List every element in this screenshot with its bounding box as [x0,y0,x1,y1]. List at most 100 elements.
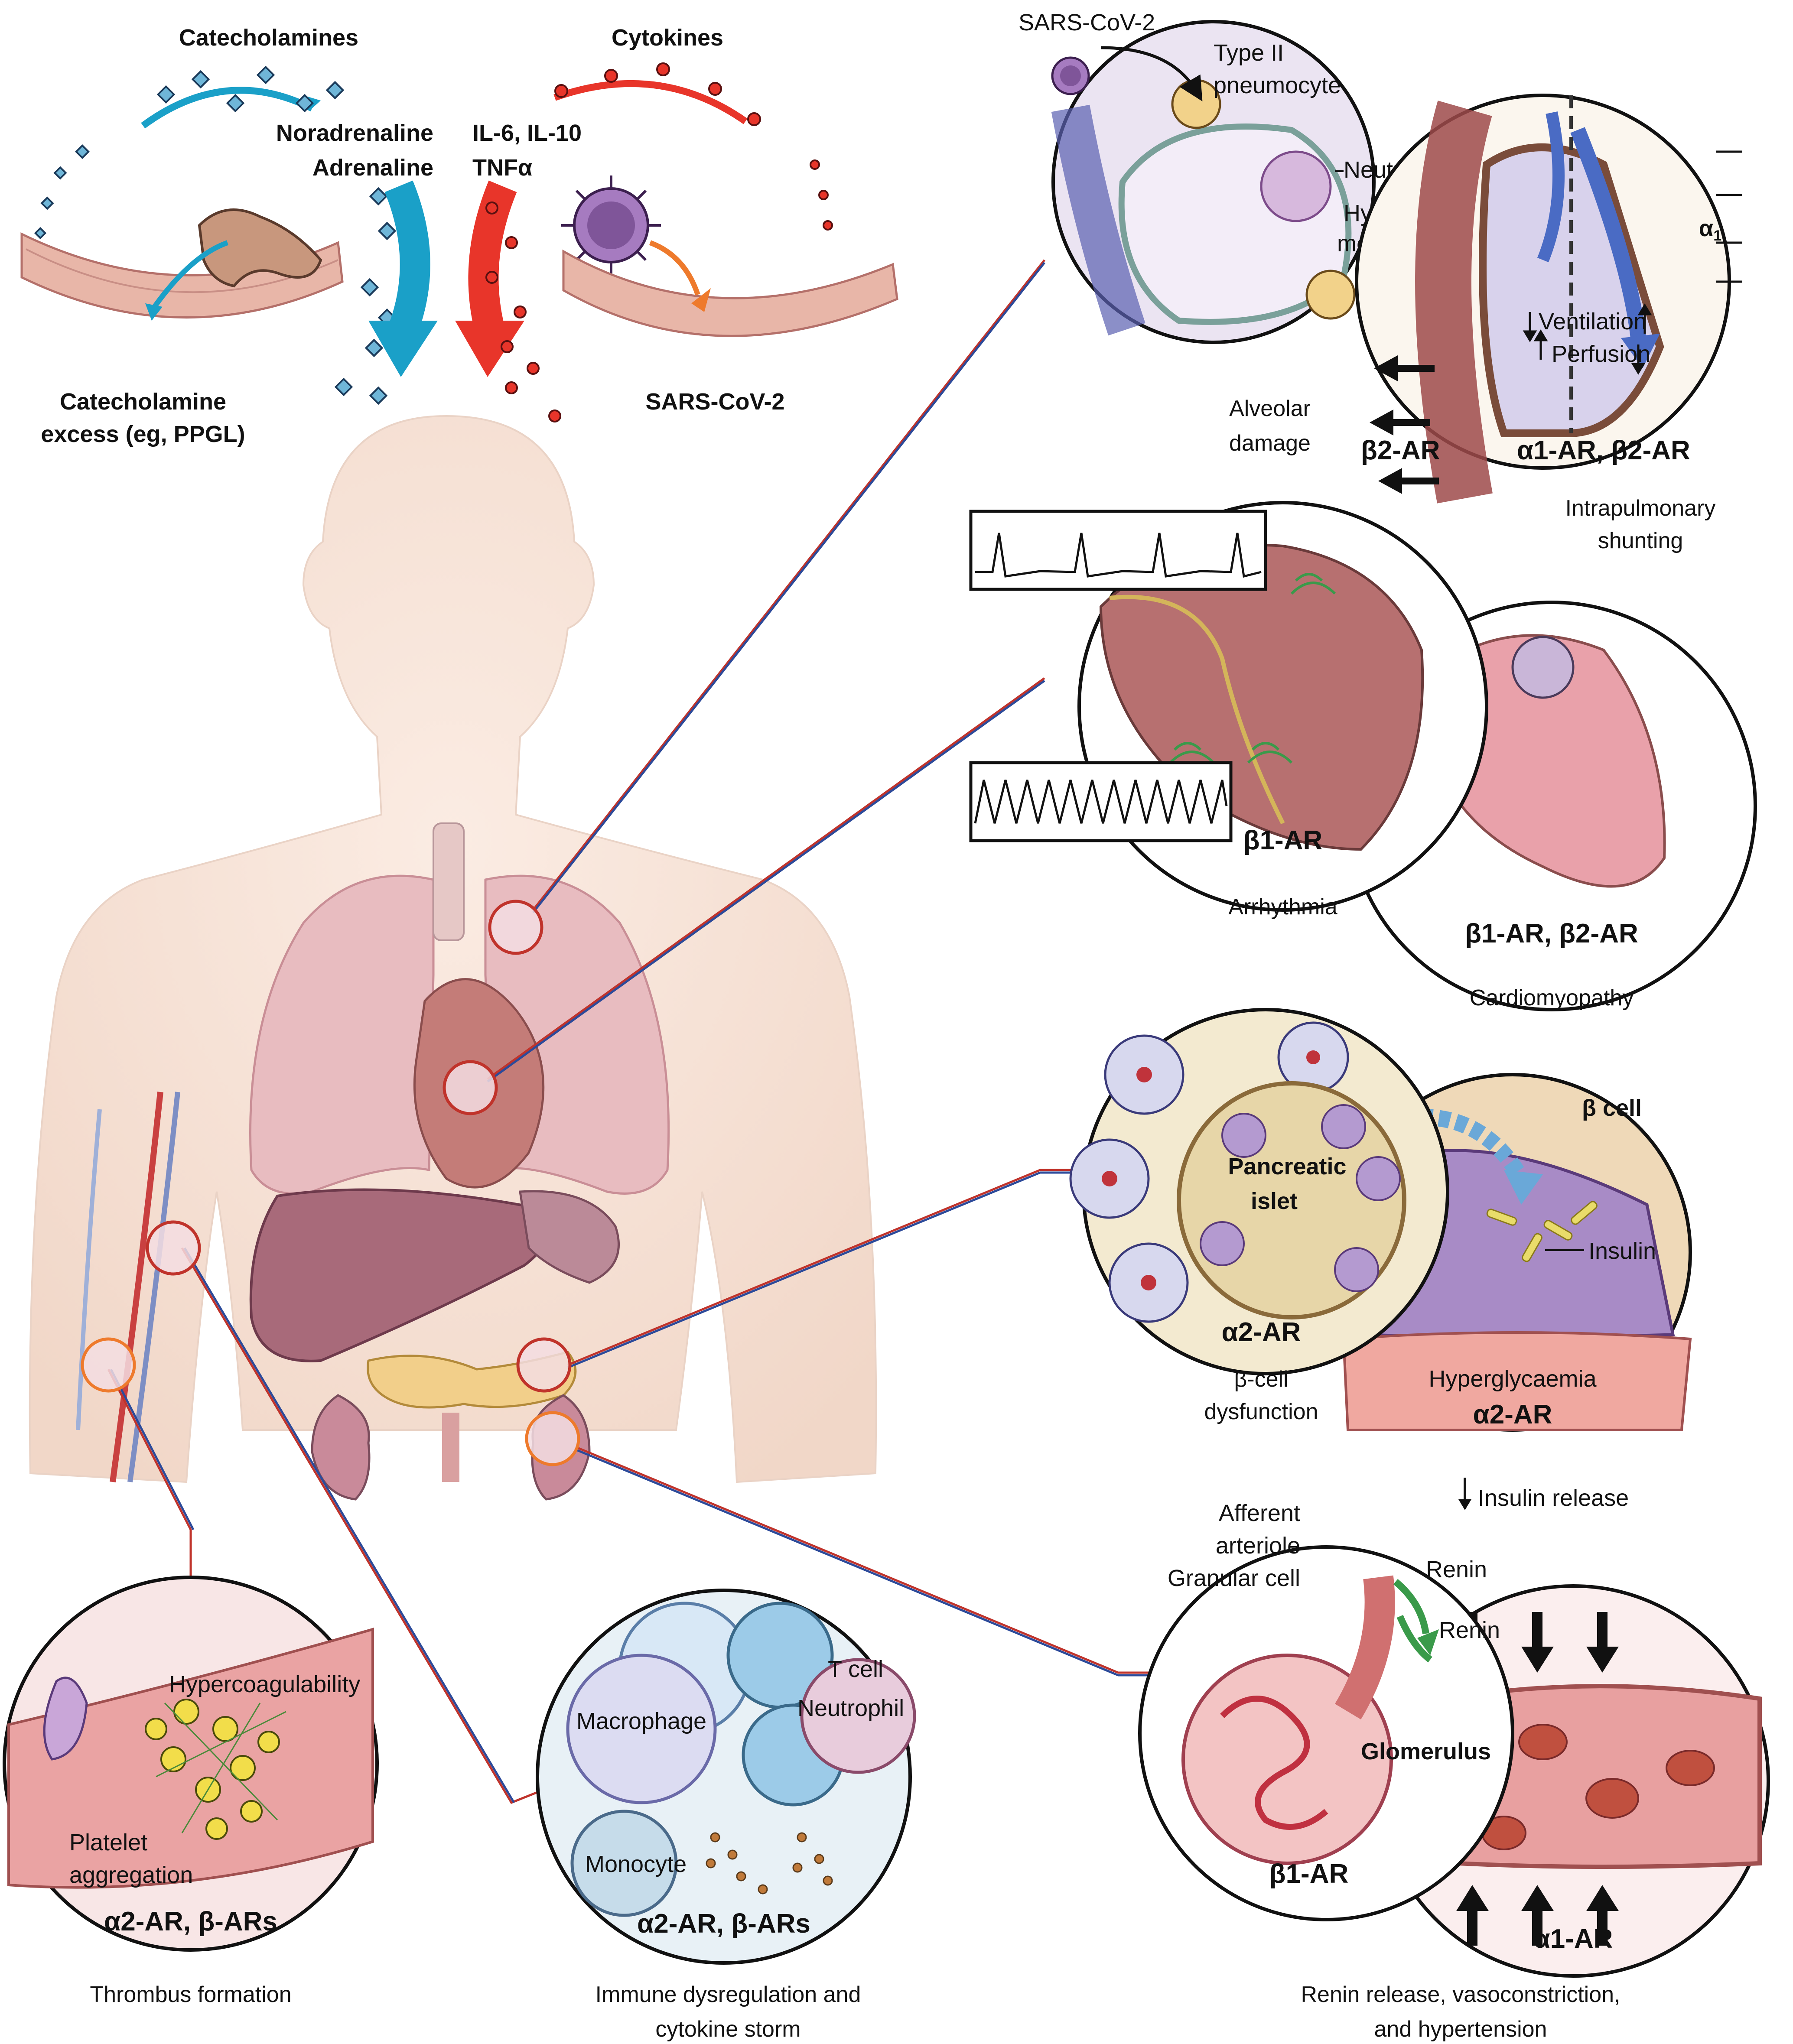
blood-marker[interactable] [146,1220,201,1276]
afferent-arteriole [1334,1575,1395,1719]
immune-receptors-label: α2-AR, β-ARs [637,1909,810,1939]
kidney-marker[interactable] [525,1411,580,1466]
noradrenaline-label: Noradrenaline [276,120,433,146]
ventilation-arrows [1523,303,1652,375]
conduction-path [1109,595,1285,825]
arm-vein [127,1092,180,1482]
lung-sars-label: SARS-CoV-2 [1019,10,1155,36]
liver [249,1188,551,1362]
left-lung [249,874,435,1195]
cytokine-release-dots [706,1832,833,1895]
heart-inset: β1-AR, β2-AR Cardiomyopathy β1-AR Arrhyt… [969,501,1757,1011]
connector-lines [107,259,1162,1804]
infection-arrow [649,240,700,296]
platelet-icon [43,1677,88,1761]
thrombus-inset: Hypercoagulability Platelet aggregation … [3,1576,379,2007]
catecholamine-source-panel: Catecholamines Ca [20,25,397,447]
intrapulmonary-label: Intrapulmonary [1565,496,1716,521]
pancreas-marker[interactable] [516,1337,572,1393]
pancreatic-label: Pancreatic [1228,1154,1346,1180]
type-ii-pneumocyte [1171,79,1221,129]
renin-label-2: Renin [1439,1617,1500,1643]
insulin-release-arrow-icon [1458,1478,1471,1510]
b1-b2-ar-label: β1-AR, β2-AR [1465,919,1638,949]
pancreas-alpha2-label-2: α2-AR [1473,1400,1552,1430]
monocyte-cell [570,1810,678,1917]
release-arrow [152,240,228,309]
alpha1-beta2-label: α1-AR, β2-AR [1517,435,1690,465]
neutrophil-cell [1260,150,1332,222]
alpha-arrows [1716,150,1742,283]
il-label: IL-6, IL-10 [472,120,582,146]
pancreas-inset: β cell Insulin Hyperglycaemia α2-AR Panc… [1069,1008,1692,1511]
macrophage-cell [566,1654,717,1804]
left-kidney [311,1394,371,1501]
beta-cell-label: β cell [1582,1095,1642,1121]
hypercoagulability-label: Hypercoagulability [169,1671,360,1697]
alpha1-label: α1 [1699,215,1721,244]
beta-cell-dysfunction-label-1: β-cell [1234,1367,1288,1392]
adrenal-gland-icon [198,208,322,288]
perfusion-label: Perfusion [1552,341,1650,367]
lung-virus-icon [1051,56,1090,95]
insulin-label: Insulin [1588,1238,1656,1264]
catecholamine-particles [34,65,397,405]
insulin-granules [1486,1201,1598,1262]
trachea [433,822,465,941]
heart-marker[interactable] [443,1060,498,1115]
catecholamine-arrow [384,180,430,335]
b1-ar-label: β1-AR [1243,825,1323,855]
beta2-ar-label: β2-AR [1361,435,1440,465]
acinar-cells [1069,1021,1349,1323]
adrenaline-label: Adrenaline [312,155,433,181]
kidney-caption-1: Renin release, vasoconstriction, [1301,1982,1620,2007]
immune-caption-2: cytokine storm [655,2017,801,2042]
insulin-release-label: Insulin release [1478,1485,1629,1511]
kidney-inset: α1-AR Afferent arteriole Granular cell R… [1138,1500,1770,2042]
ventilation-label: Ventilation [1539,309,1647,335]
islet-label: islet [1251,1188,1298,1214]
type-ii-label: Type II [1214,40,1284,66]
catecholamine-excess-label-2: excess (eg, PPGL) [41,421,245,447]
glomerulus-label: Glomerulus [1361,1739,1491,1765]
neutrophil-cell-immune [800,1658,916,1774]
vessel-band-right [562,249,898,337]
organ-markers [81,900,580,1466]
catecholamine-arc [141,87,314,129]
alveolar-label: Alveolar [1229,396,1311,421]
catecholamine-excess-label-1: Catecholamine [60,389,226,415]
ecg-arrhythmia-strip [969,761,1233,842]
thrombus-receptors-label: α2-AR, β-ARs [104,1907,277,1937]
kidney-alpha1-label: α1-AR [1534,1924,1613,1954]
human-body [29,415,877,1501]
cytokine-source-panel: Cytokines SARS-CoV-2 [485,25,898,422]
tnf-label: TNFα [472,155,532,181]
damage-label: damage [1229,431,1311,456]
thrombus-caption: Thrombus formation [90,1982,291,2007]
macrophage-label: Macrophage [576,1708,706,1734]
thrombus-marker[interactable] [81,1337,136,1393]
lung-marker[interactable] [488,900,543,955]
cytokines-title: Cytokines [612,25,723,51]
monocyte-label: Monocyte [585,1851,687,1877]
aggregation-label: aggregation [69,1862,193,1888]
shunting-label: shunting [1598,528,1683,553]
arm-artery [110,1092,163,1482]
kidney-beta1-label: β1-AR [1269,1859,1349,1889]
afferent-label: Afferent [1219,1500,1300,1526]
compression-arrows-bottom [1456,1885,1619,1946]
sars-bottom-label: SARS-CoV-2 [645,389,784,415]
granular-cell-label: Granular cell [1168,1565,1300,1591]
platelet-aggregates [145,1699,280,1840]
immune-neutrophil-label: Neutrophil [797,1695,904,1721]
beta-cell-dysfunction-label-2: dysfunction [1204,1399,1318,1424]
arrhythmia-label: Arrhythmia [1228,894,1337,920]
ecg-normal-strip [969,510,1267,591]
kidney-caption-2: and hypertension [1374,2017,1547,2042]
immune-inset: Macrophage T cell Neutrophil Monocyte α2… [536,1589,916,2042]
immune-caption-1: Immune dysregulation and [595,1982,861,2007]
renin-label-1: Renin [1426,1557,1487,1583]
tcell-label: T cell [828,1656,883,1682]
arteriole-label: arteriole [1216,1533,1300,1559]
